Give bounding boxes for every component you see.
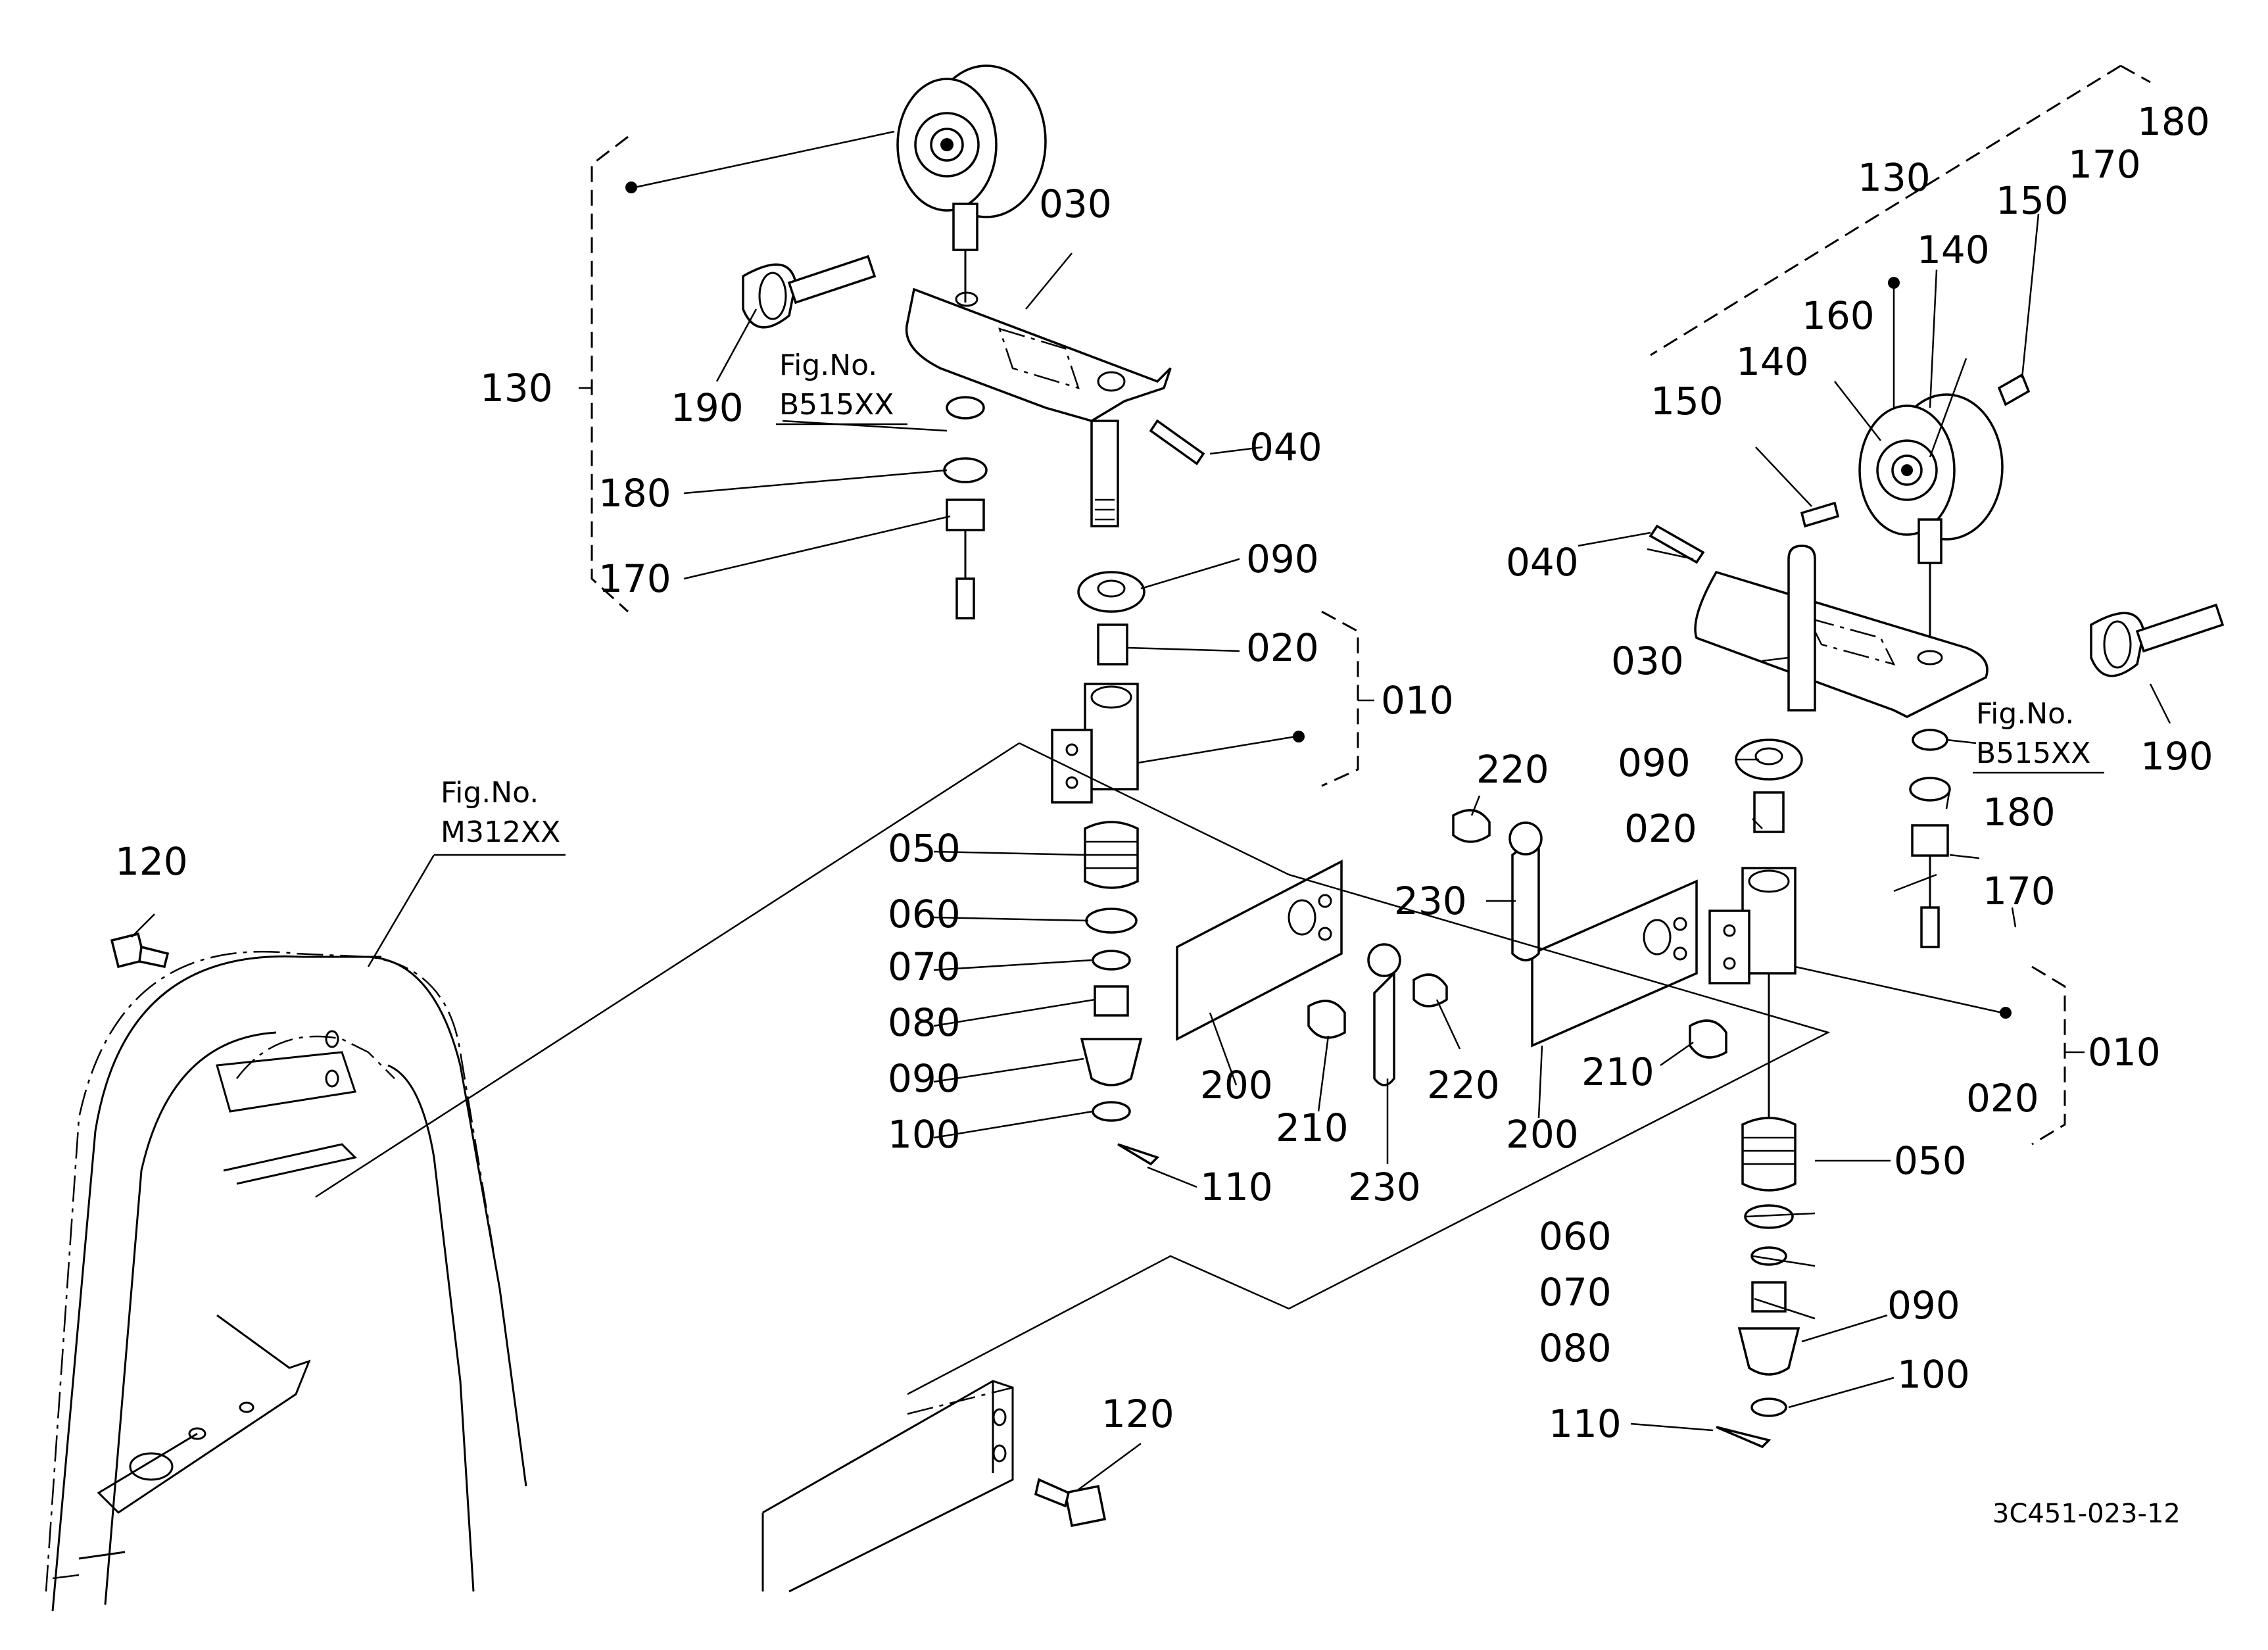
label-040-right: 040 <box>1506 540 1579 585</box>
label-220-right: 220 <box>1476 747 1549 792</box>
cable-tie-right <box>2090 603 2225 677</box>
label-110-right: 110 <box>1549 1401 1622 1446</box>
left-fig-ref: Fig.No. B515XX <box>776 349 907 425</box>
label-070-right: 070 <box>1539 1270 1612 1315</box>
label-060-right: 060 <box>1539 1214 1612 1259</box>
label-200-right: 200 <box>1506 1112 1579 1157</box>
label-080-right: 080 <box>1539 1326 1612 1371</box>
label-070-left: 070 <box>888 944 961 989</box>
label-190-left: 190 <box>671 385 744 430</box>
left-fig-line2: B515XX <box>779 388 894 422</box>
right-fig-line1: Fig.No. <box>1976 697 2074 731</box>
frame-fig-ref: Fig.No. M312XX <box>367 776 566 967</box>
label-090-left-top: 090 <box>1246 537 1319 581</box>
label-140-right: 140 <box>1736 339 1809 384</box>
bolt-120-left <box>110 932 170 969</box>
label-100-left: 100 <box>888 1112 961 1157</box>
label-020-right: 020 <box>1966 1076 2039 1121</box>
label-090-right-bottom: 090 <box>1887 1283 1960 1328</box>
leader-lines <box>131 130 2171 1491</box>
label-220-left: 220 <box>1427 1063 1500 1107</box>
cable-tie-left <box>742 255 877 329</box>
cable-fittings-left <box>943 396 988 619</box>
label-210-left: 210 <box>1276 1105 1349 1150</box>
label-170-right-top: 170 <box>2068 142 2141 187</box>
drawing-code: 3C451-023-12 <box>1992 1499 2181 1529</box>
right-fig-line2: B515XX <box>1976 737 2090 770</box>
label-130-right: 130 <box>1858 155 1931 200</box>
rops-frame <box>45 950 1014 1612</box>
label-010-left: 010 <box>1381 678 1454 723</box>
pivot-shaft-left <box>1090 419 1205 527</box>
hardware-stack-right <box>1708 739 1803 1449</box>
label-020-right-top: 020 <box>1624 806 1697 851</box>
bolt-120-right <box>1034 1478 1107 1528</box>
label-160-right: 160 <box>1802 293 1875 338</box>
label-150-right-top: 150 <box>1996 178 2069 223</box>
work-light-left <box>896 64 1047 303</box>
left-fig-line1: Fig.No. <box>779 349 877 382</box>
label-170-right: 170 <box>1983 869 2056 913</box>
label-050-left: 050 <box>888 826 961 871</box>
label-150-right: 150 <box>1651 379 1724 424</box>
label-200-left: 200 <box>1200 1063 1273 1107</box>
label-080-left: 080 <box>888 1000 961 1045</box>
label-090-right-top: 090 <box>1618 740 1691 785</box>
mount-plate-right <box>1452 809 1727 1059</box>
label-120-left: 120 <box>115 839 188 884</box>
label-010-right: 010 <box>2088 1030 2161 1075</box>
light-bracket-left <box>905 287 1172 422</box>
label-060-left: 060 <box>888 892 961 936</box>
label-120-right: 120 <box>1101 1392 1174 1436</box>
label-090-left-bottom: 090 <box>888 1056 961 1101</box>
callout-labels: 030 040 090 020 010 130 190 180 170 050 … <box>115 99 2213 1446</box>
label-180-right: 180 <box>1983 790 2056 835</box>
label-230-left: 230 <box>1348 1165 1421 1209</box>
label-180-right-top: 180 <box>2137 99 2210 144</box>
hardware-stack-left <box>1051 571 1160 1166</box>
label-190-right: 190 <box>2140 734 2213 779</box>
label-170-left: 170 <box>598 556 671 601</box>
frame-fig-line2: M312XX <box>441 815 560 849</box>
right-fig-ref: Fig.No. B515XX <box>1973 697 2104 774</box>
cable-fittings-right <box>1909 729 1951 948</box>
label-210-right: 210 <box>1581 1050 1654 1094</box>
label-180-left: 180 <box>598 471 671 516</box>
label-230-right: 230 <box>1394 879 1467 923</box>
mount-plate-left <box>1176 860 1448 1086</box>
label-040-left: 040 <box>1249 425 1322 470</box>
frame-fig-line1: Fig.No. <box>441 776 539 810</box>
label-030-left: 030 <box>1039 182 1112 226</box>
label-110-left: 110 <box>1200 1165 1273 1209</box>
label-130-left: 130 <box>480 366 553 410</box>
label-030-right: 030 <box>1611 639 1684 683</box>
work-light-right <box>1800 373 2031 658</box>
label-050-right: 050 <box>1894 1138 1967 1183</box>
label-140-right-top: 140 <box>1917 228 1990 272</box>
label-100-right: 100 <box>1897 1352 1970 1397</box>
label-020-left: 020 <box>1246 625 1319 670</box>
light-bracket-right <box>1649 524 1989 718</box>
